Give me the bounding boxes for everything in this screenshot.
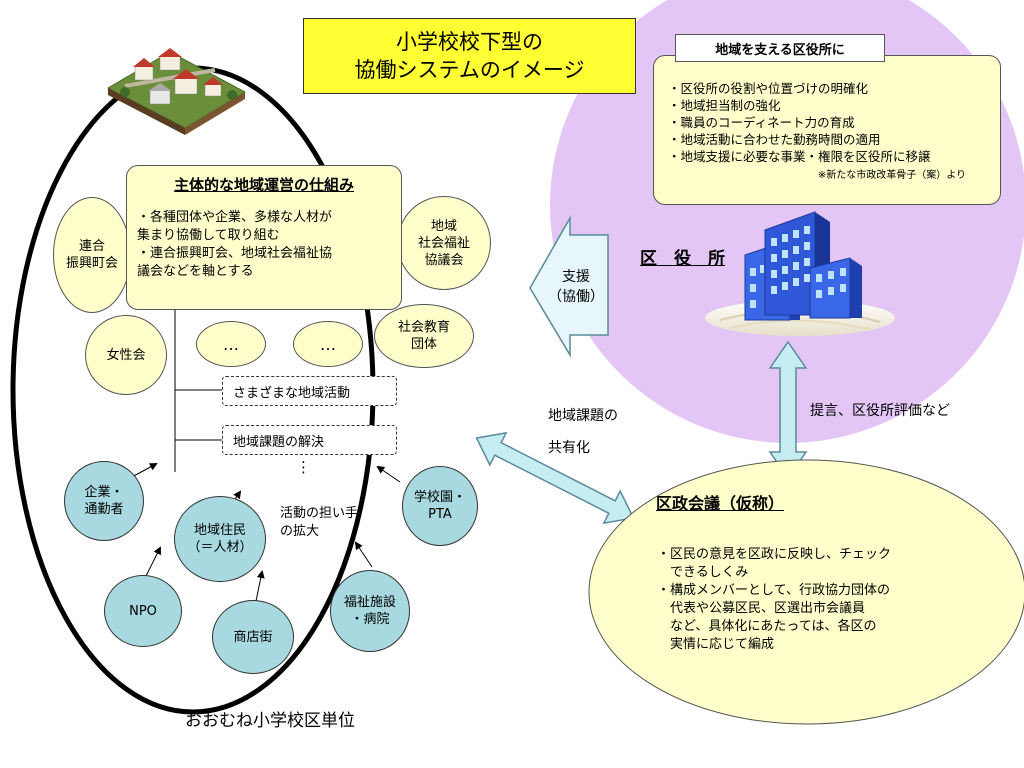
activity-more: ⋮	[296, 458, 311, 476]
activity-issues-label: 地域課題の解決	[233, 434, 325, 450]
group-shisetsu-label: 福祉施設 ・病院	[343, 595, 396, 627]
support-line1: 支援	[562, 269, 590, 285]
group-pta: 学校園・ PTA	[402, 466, 478, 546]
group-fukushi: 地域 社会福祉 協議会	[397, 196, 491, 290]
group-josei: 女性会	[85, 315, 167, 395]
ward-item: ・地域支援に必要な事業・権限を区役所に移譲	[668, 149, 931, 164]
ward-item: ・区役所の役割や位置づけの明確化	[668, 81, 869, 96]
arrow-small	[144, 546, 161, 579]
main-line: 集まり協働して取り組む	[137, 228, 280, 243]
main-line: ・連合振興町会、地域社会福祉協	[137, 246, 333, 261]
council-body: ・区民の意見を区政に反映し、チェック できるしくみ ・構成メンバーとして、行政協…	[657, 546, 957, 654]
group-shisetsu: 福祉施設 ・病院	[330, 570, 410, 652]
group-shoten: 商店街	[212, 600, 294, 674]
group-pta-label: 学校園・ PTA	[413, 490, 466, 522]
group-kyoiku-label: 社会教育 団体	[397, 320, 450, 352]
community-caption: おおむね小学校区単位	[185, 711, 355, 731]
support-arrow	[529, 215, 609, 358]
title-line2: 協働システムのイメージ	[354, 58, 585, 82]
group-etc-1-label: …	[223, 334, 239, 354]
ward-office-tab: 地域を支える区役所に	[675, 34, 885, 62]
sharing-line1: 地域課題の	[548, 408, 618, 424]
group-etc-2-label: …	[320, 334, 336, 354]
expansion-label: 活動の担い手 の拡大	[280, 506, 359, 539]
ward-office-box: ・区役所の役割や位置づけの明確化 ・地域担当制の強化 ・職員のコーディネート力の…	[653, 55, 1001, 205]
ward-item: ・地域担当制の強化	[668, 98, 781, 113]
group-kyoiku: 社会教育 団体	[374, 304, 474, 368]
ward-office-tab-label: 地域を支える区役所に	[715, 42, 845, 58]
council-title: 区政会議（仮称）	[656, 494, 785, 513]
ward-item: ・職員のコーディネート力の育成	[668, 115, 855, 130]
group-shoten-label: 商店街	[233, 629, 273, 645]
ward-office-label: 区 役 所	[640, 249, 725, 269]
group-rengo: 連合 振興町会	[53, 197, 131, 313]
proposal-label: 提言、区役所評価など	[810, 403, 950, 419]
main-line: 議会などを軸とする	[137, 264, 254, 279]
group-kigyo: 企業・ 通勤者	[64, 461, 144, 541]
group-josei-label: 女性会	[106, 347, 146, 363]
town-illustration-icon	[106, 48, 247, 135]
diagram-title: 小学校校下型の 協働システムのイメージ	[303, 18, 636, 94]
council-item: ・区民の意見を区政に反映し、チェック できるしくみ	[657, 547, 892, 580]
support-label: 支援 （協働）	[540, 267, 612, 307]
activity-various-label: さまざまな地域活動	[233, 385, 351, 401]
council-ellipse	[588, 459, 1024, 725]
council-item: ・構成メンバーとして、行政協力団体の 代表や公募区民、区選出市会議員 など、具体…	[657, 583, 890, 652]
sharing-label: 地域課題の 共有化	[548, 400, 618, 464]
activity-various-box: さまざまな地域活動	[222, 376, 397, 406]
group-jumin: 地域住民 （＝人材）	[174, 496, 266, 582]
group-jumin-label: 地域住民 （＝人材）	[187, 523, 253, 555]
main-mechanism-box: 主体的な地域運営の仕組み ・各種団体や企業、多様な人材が 集まり協働して取り組む…	[126, 165, 402, 310]
group-npo: NPO	[104, 575, 182, 647]
building-icon	[705, 211, 895, 336]
support-line2: （協働）	[548, 289, 604, 305]
activity-issues-box: 地域課題の解決	[222, 425, 397, 455]
title-line1: 小学校校下型の	[396, 30, 543, 54]
group-etc-1: …	[196, 321, 266, 367]
ward-item: ・地域活動に合わせた勤務時間の適用	[668, 132, 881, 147]
group-etc-2: …	[293, 321, 363, 367]
group-kigyo-label: 企業・ 通勤者	[84, 485, 124, 517]
ward-note: ※新たな市政改革骨子（案）より	[817, 170, 966, 181]
group-fukushi-label: 地域 社会福祉 協議会	[417, 218, 470, 268]
main-mechanism-title: 主体的な地域運営の仕組み	[173, 176, 354, 194]
arrow-small	[376, 465, 401, 483]
group-rengo-label: 連合 振興町会	[65, 239, 118, 271]
arrow-small	[354, 541, 373, 568]
main-line: ・各種団体や企業、多様な人材が	[137, 210, 333, 225]
sharing-line2: 共有化	[548, 440, 590, 456]
group-npo-label: NPO	[129, 603, 157, 619]
